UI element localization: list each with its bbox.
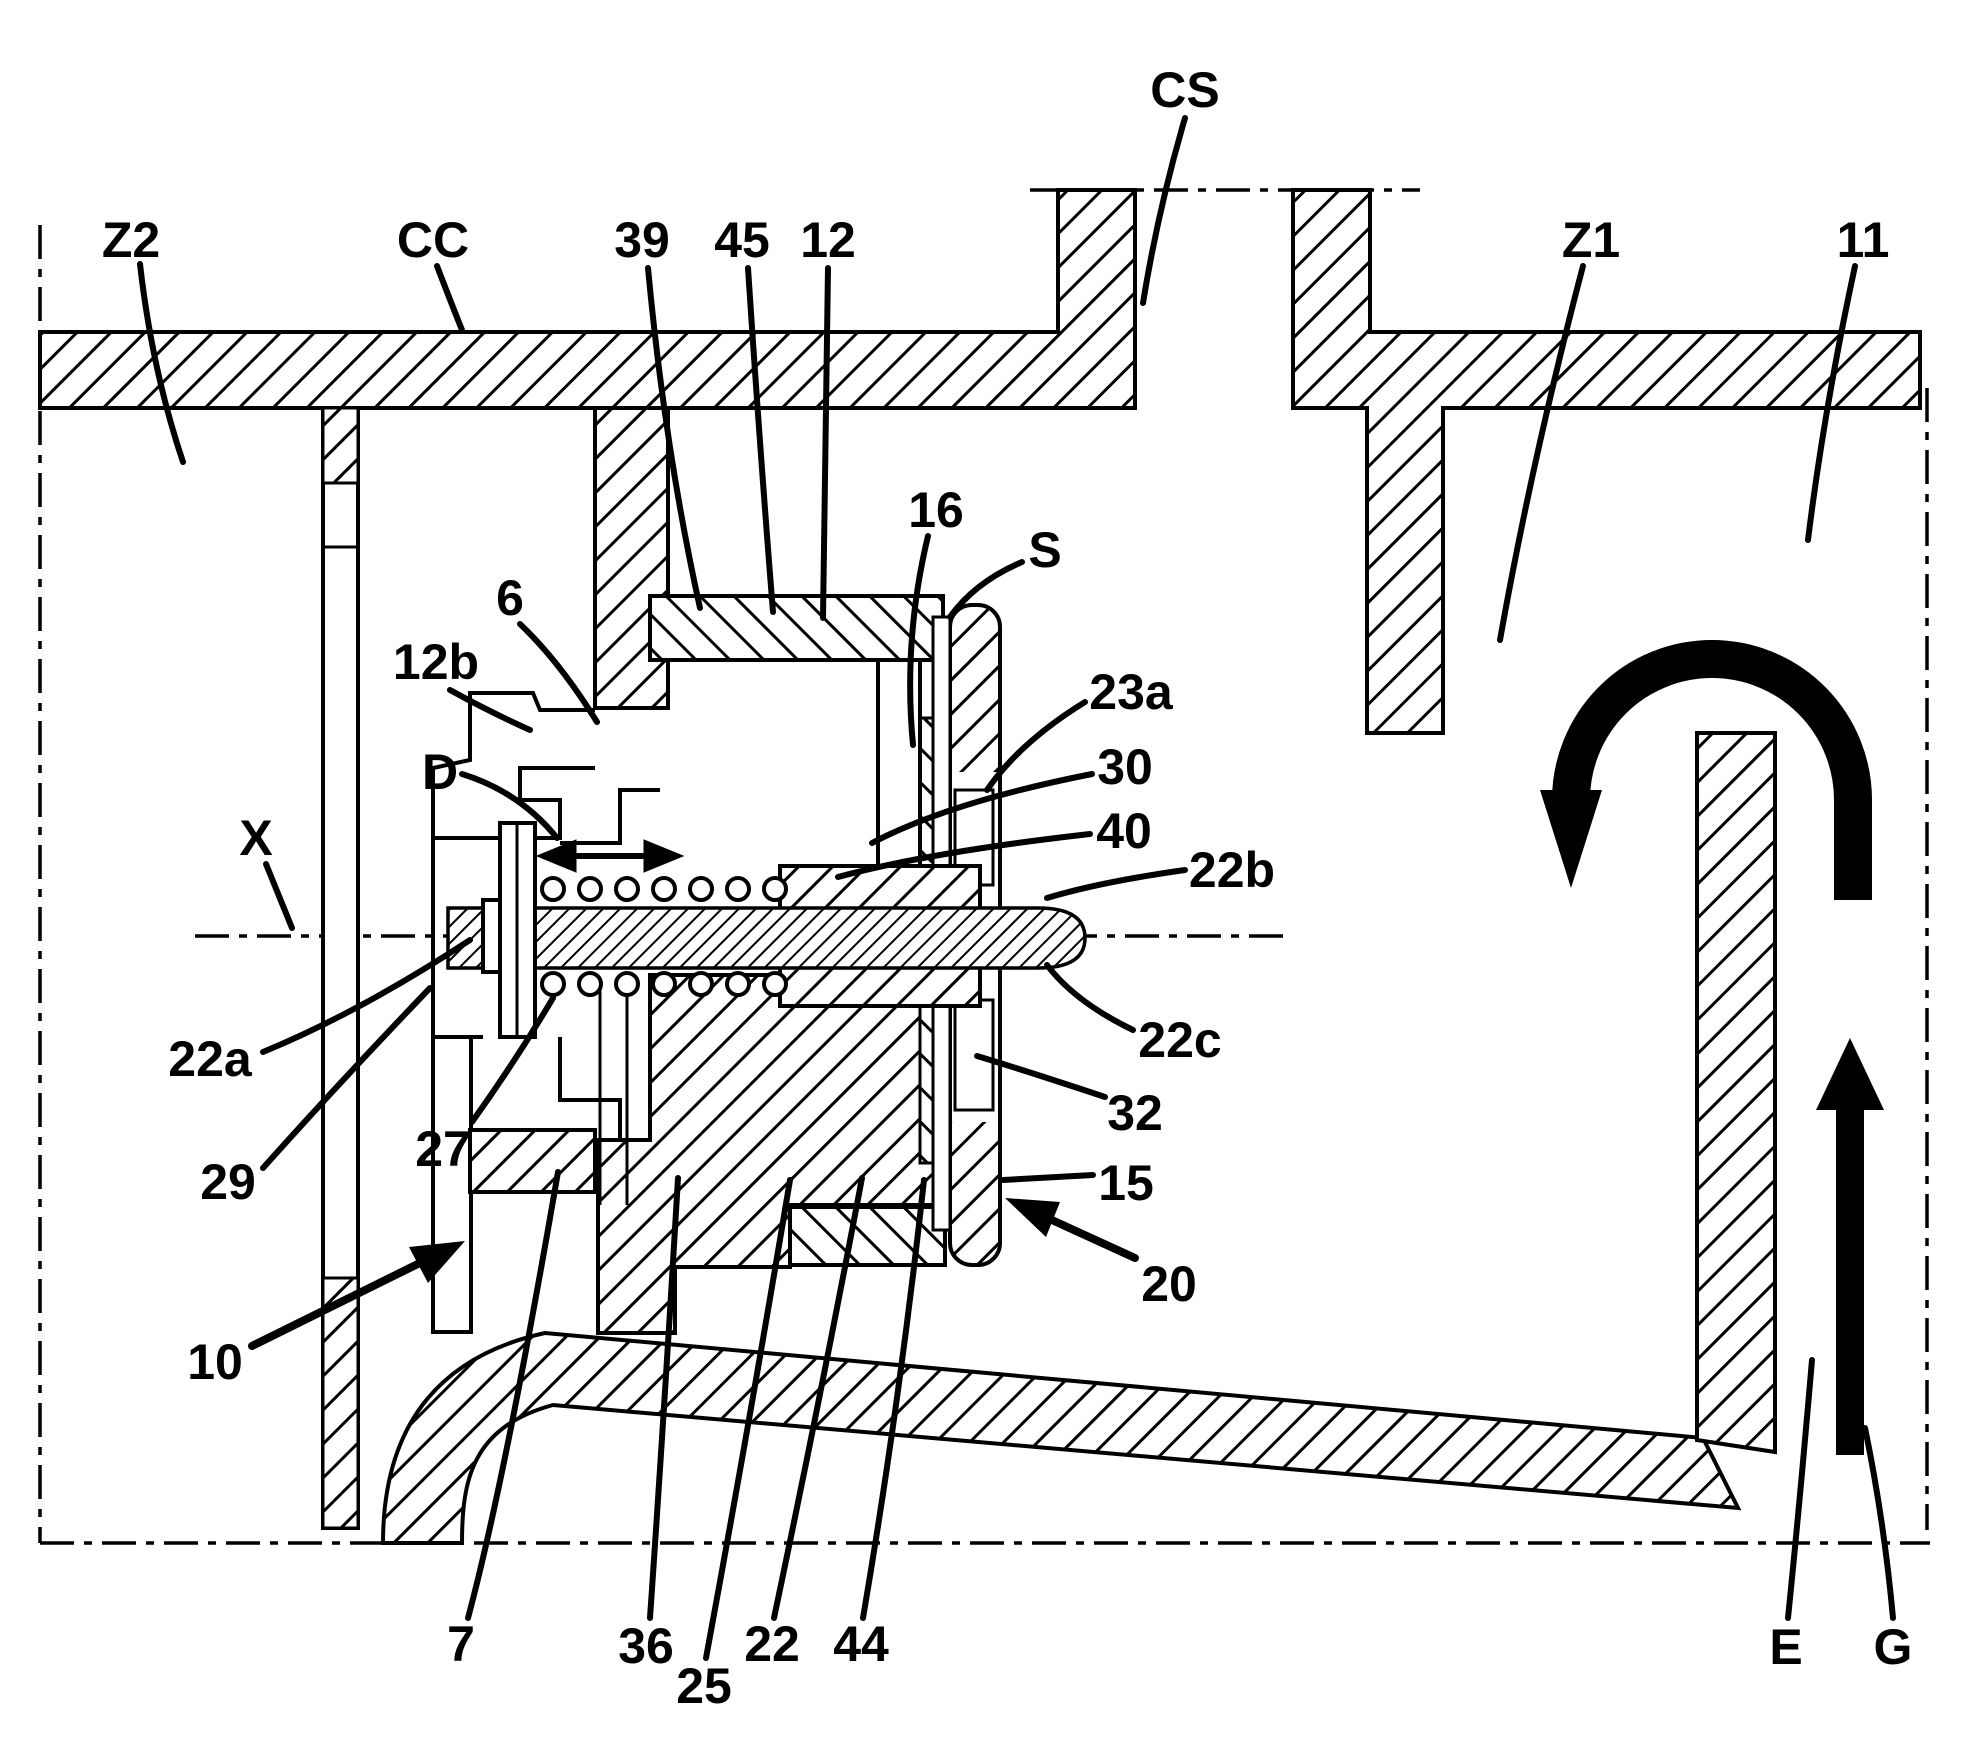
ref-label-32: 32 bbox=[1107, 1085, 1163, 1141]
leader-25 bbox=[703, 1177, 793, 1661]
ref-label-Z1: Z1 bbox=[1562, 212, 1620, 268]
leader-30 bbox=[869, 771, 1095, 846]
top-wall-right bbox=[1291, 188, 1922, 735]
leader-39 bbox=[645, 265, 703, 611]
leader-X bbox=[263, 861, 295, 931]
leader-12b bbox=[447, 687, 533, 733]
ref-label-45: 45 bbox=[714, 212, 770, 268]
support-column bbox=[593, 406, 670, 710]
outlet-duct-wall bbox=[1695, 731, 1777, 1455]
leader-15 bbox=[1000, 1172, 1096, 1183]
ref-label-16: 16 bbox=[908, 482, 964, 538]
ref-label-22a: 22a bbox=[168, 1031, 253, 1087]
upward-flow-arrow bbox=[1816, 1038, 1884, 1455]
arrow-leader-10 bbox=[248, 1249, 444, 1350]
leader-32 bbox=[974, 1053, 1108, 1100]
arrowhead-10 bbox=[409, 1241, 465, 1283]
ref-label-30: 30 bbox=[1097, 739, 1153, 795]
spring-coils bbox=[503, 876, 788, 997]
ref-label-22b: 22b bbox=[1189, 842, 1275, 898]
leader-G bbox=[1862, 1425, 1896, 1621]
ref-label-CS: CS bbox=[1150, 62, 1219, 118]
casing-walls bbox=[38, 188, 1922, 1530]
arrowhead-20 bbox=[1005, 1198, 1060, 1237]
u-turn-flow-arrow bbox=[1540, 640, 1872, 900]
dimension-d-arrow bbox=[535, 839, 685, 873]
leader-36 bbox=[647, 1175, 681, 1621]
leader-S bbox=[947, 559, 1025, 620]
ref-label-Z2: Z2 bbox=[102, 212, 160, 268]
ref-label-27: 27 bbox=[415, 1121, 471, 1177]
leader-40 bbox=[835, 831, 1093, 880]
ref-label-44: 44 bbox=[833, 1616, 889, 1672]
ref-label-6: 6 bbox=[496, 570, 524, 626]
rod-and-spring bbox=[446, 821, 1087, 1039]
upper-seat-flange bbox=[648, 594, 945, 662]
leader-Z1 bbox=[1497, 263, 1586, 643]
rod-washer bbox=[481, 898, 502, 974]
ref-label-29: 29 bbox=[200, 1154, 256, 1210]
leader-22b bbox=[1044, 867, 1188, 901]
ref-label-X: X bbox=[239, 810, 272, 866]
ref-label-12b: 12b bbox=[393, 634, 479, 690]
leader-Z2 bbox=[137, 261, 186, 465]
ref-label-11: 11 bbox=[1837, 212, 1890, 268]
bracket-leg bbox=[431, 1035, 473, 1334]
ref-label-22: 22 bbox=[744, 1616, 800, 1672]
guide-tube bbox=[598, 985, 629, 1205]
ref-label-S: S bbox=[1028, 522, 1061, 578]
leader-12 bbox=[820, 265, 831, 621]
bracket-lower-outline bbox=[558, 1037, 622, 1140]
ref-label-D: D bbox=[422, 744, 458, 800]
leader-11 bbox=[1805, 263, 1858, 543]
leader-27 bbox=[469, 995, 556, 1125]
ref-label-23a: 23a bbox=[1089, 664, 1174, 720]
leader-23a bbox=[984, 699, 1088, 793]
leader-22 bbox=[771, 1175, 865, 1621]
leader-16 bbox=[907, 533, 931, 748]
leader-E bbox=[1785, 1357, 1815, 1621]
ref-label-G: G bbox=[1874, 1619, 1913, 1675]
bracket-foot bbox=[468, 1128, 597, 1194]
ref-label-12: 12 bbox=[800, 212, 856, 268]
leader-45 bbox=[745, 265, 776, 615]
ref-label-36: 36 bbox=[618, 1618, 674, 1674]
section-boundary bbox=[38, 188, 1930, 1545]
leader-29 bbox=[260, 985, 433, 1171]
leader-22c bbox=[1044, 962, 1136, 1033]
bracket-link-outline bbox=[560, 788, 660, 845]
ref-label-15: 15 bbox=[1098, 1155, 1154, 1211]
ref-label-E: E bbox=[1769, 1619, 1802, 1675]
leader-22a bbox=[260, 937, 473, 1055]
leader-6 bbox=[517, 621, 600, 725]
ref-label-22c: 22c bbox=[1138, 1012, 1221, 1068]
ref-label-10: 10 bbox=[187, 1334, 243, 1390]
leader-44 bbox=[860, 1177, 927, 1621]
valve-rod bbox=[446, 906, 1087, 970]
ref-label-CC: CC bbox=[397, 212, 469, 268]
leader-CC bbox=[434, 263, 465, 333]
leader-D bbox=[459, 771, 560, 841]
ref-label-20: 20 bbox=[1141, 1256, 1197, 1312]
lever-outline bbox=[431, 691, 595, 840]
ref-label-39: 39 bbox=[614, 212, 670, 268]
ref-label-40: 40 bbox=[1096, 803, 1152, 859]
volute-wall bbox=[380, 1330, 1742, 1545]
ref-label-7: 7 bbox=[447, 1616, 475, 1672]
leader-7 bbox=[465, 1169, 561, 1621]
top-wall-left bbox=[38, 188, 1137, 410]
leader-CS bbox=[1140, 115, 1188, 306]
divider-wall bbox=[321, 406, 360, 1530]
volute-casing bbox=[380, 731, 1777, 1545]
ref-label-25: 25 bbox=[676, 1658, 732, 1714]
